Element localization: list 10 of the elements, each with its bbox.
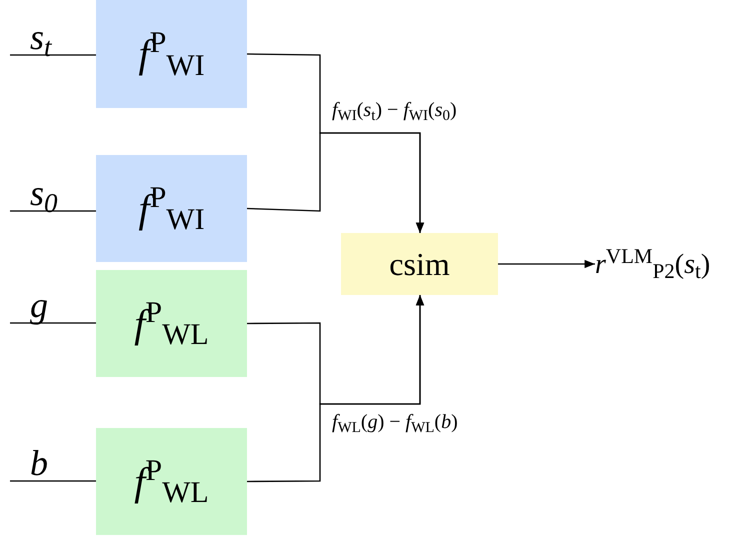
arrow [247, 295, 424, 482]
connector-line [10, 54, 96, 56]
output-label: r$^{VLM}$$_{P2}$(s$_{t}$) [595, 240, 730, 290]
connector-line [10, 322, 96, 324]
connector-line [10, 210, 96, 212]
connector-line [10, 480, 96, 482]
arrow [498, 260, 595, 268]
similarity-box: csim [341, 233, 498, 295]
arrow [246, 132, 424, 233]
input-label: b [10, 451, 70, 481]
